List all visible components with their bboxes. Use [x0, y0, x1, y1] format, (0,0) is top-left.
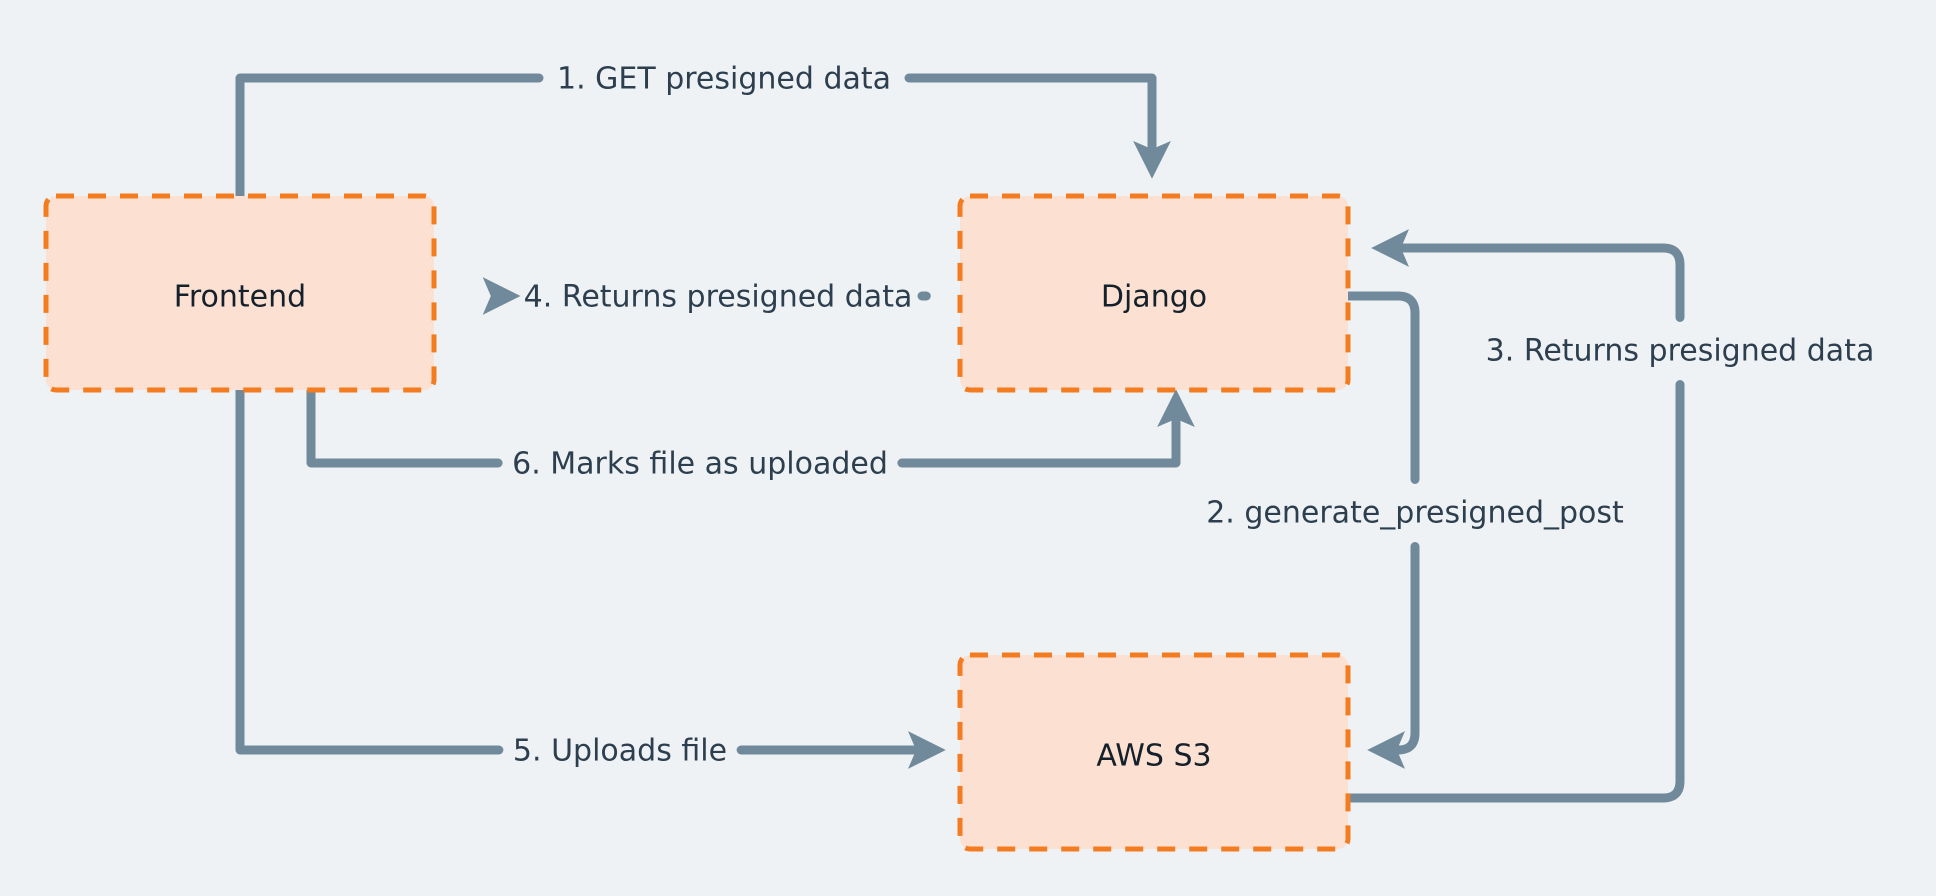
- edge-6-line-right: [897, 389, 1195, 468]
- edge-3-line-bottom: [1343, 380, 1685, 803]
- edge-1-line-left: [235, 73, 544, 201]
- edge-1-get-presigned-data: 1. GET presigned data: [235, 62, 1171, 201]
- node-frontend-box[interactable]: [43, 193, 437, 393]
- edge-3-label: 3. Returns presigned data: [1486, 334, 1875, 369]
- edge-2-label: 2. generate_presigned_post: [1206, 496, 1624, 531]
- node-aws-s3[interactable]: AWS S3: [957, 652, 1351, 852]
- node-django[interactable]: Django: [957, 193, 1351, 393]
- node-django-label: Django: [1101, 280, 1207, 315]
- node-aws-s3-label: AWS S3: [1096, 739, 1211, 774]
- edge-2-line-upper: [1340, 291, 1420, 484]
- edge-2-line-lower: [1367, 542, 1420, 769]
- edge-3-returns-presigned-data: 3. Returns presigned data: [1343, 229, 1875, 803]
- node-aws-s3-box[interactable]: [957, 652, 1351, 852]
- edge-4-label: 4. Returns presigned data: [524, 280, 913, 315]
- edge-5-line-left: [235, 385, 504, 755]
- edge-3-line-top: [1371, 229, 1685, 322]
- edge-5-uploads-file: 5. Uploads file: [235, 385, 946, 769]
- edge-6-marks-file-as-uploaded: 6. Marks file as uploaded: [306, 385, 1195, 482]
- edge-6-label: 6. Marks file as uploaded: [512, 447, 888, 482]
- edge-2-generate-presigned-post: 2. generate_presigned_post: [1206, 291, 1624, 769]
- edge-6-line-left: [306, 385, 503, 468]
- edge-5-label: 5. Uploads file: [513, 734, 727, 769]
- node-django-box[interactable]: [957, 193, 1351, 393]
- edge-1-label: 1. GET presigned data: [557, 62, 891, 97]
- edge-4-returns-presigned-data: 4. Returns presigned data: [482, 277, 931, 315]
- edge-1-line-right: [904, 73, 1171, 179]
- node-frontend-label: Frontend: [174, 280, 306, 315]
- node-frontend[interactable]: Frontend: [43, 193, 437, 393]
